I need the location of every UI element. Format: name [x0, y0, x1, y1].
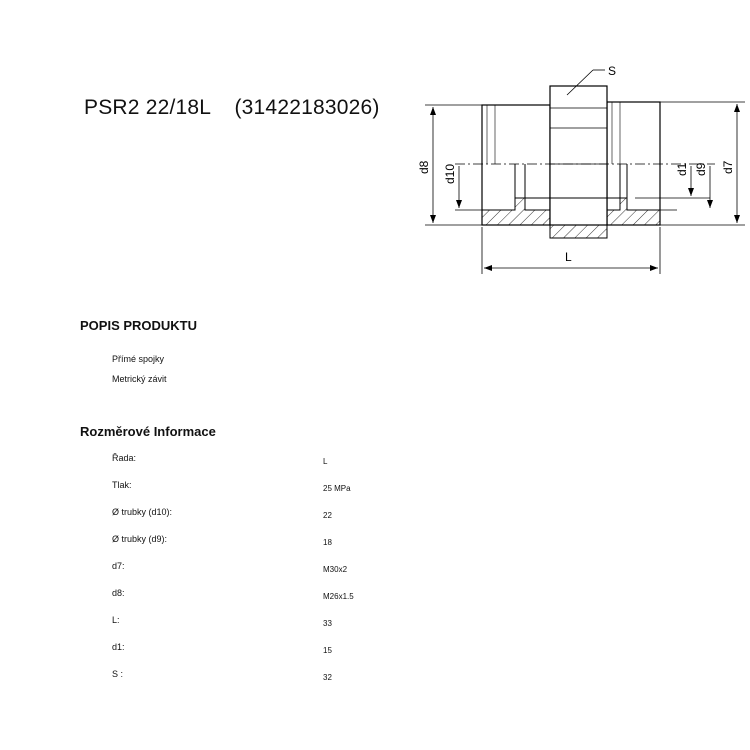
label-d8: d8	[417, 160, 431, 174]
label-d10: d10	[443, 164, 457, 184]
spec-label-d7: d7:	[112, 561, 125, 571]
technical-drawing: S L d8 d10 d1 d9 d7	[415, 58, 750, 288]
spec-value-tube-d10: 22	[323, 511, 332, 520]
description-line: Přímé spojky	[112, 354, 165, 364]
spec-value-d1: 15	[323, 646, 332, 655]
description-heading: POPIS PRODUKTU	[80, 318, 198, 333]
spec-label-d8: d8:	[112, 588, 125, 598]
spec-value-d8: M26x1.5	[323, 592, 354, 601]
spec-label-rada: Řada:	[112, 453, 137, 463]
label-s: S	[608, 64, 616, 78]
spec-value-tube-d9: 18	[323, 538, 332, 547]
spec-value-s: 32	[323, 673, 332, 682]
label-l: L	[565, 250, 572, 264]
spec-label-s: S :	[112, 669, 124, 679]
spec-label-pressure: Tlak:	[112, 480, 132, 490]
dimensions-heading: Rozměrové Informace	[80, 424, 216, 439]
product-title: PSR2 22/18L (31422183026)	[84, 96, 380, 119]
spec-label-d1: d1:	[112, 642, 125, 652]
spec-value-pressure: 25 MPa	[323, 484, 351, 493]
label-d7: d7	[721, 160, 735, 174]
spec-label-tube-d9: Ø trubky (d9):	[112, 534, 168, 544]
spec-value-rada: L	[323, 457, 328, 466]
label-d9: d9	[694, 162, 708, 176]
spec-value-d7: M30x2	[323, 565, 348, 574]
spec-value-l: 33	[323, 619, 332, 628]
spec-label-tube-d10: Ø trubky (d10):	[112, 507, 173, 517]
description-line: Metrický závit	[112, 374, 167, 384]
spec-label-l: L:	[112, 615, 120, 625]
label-d1: d1	[675, 162, 689, 176]
